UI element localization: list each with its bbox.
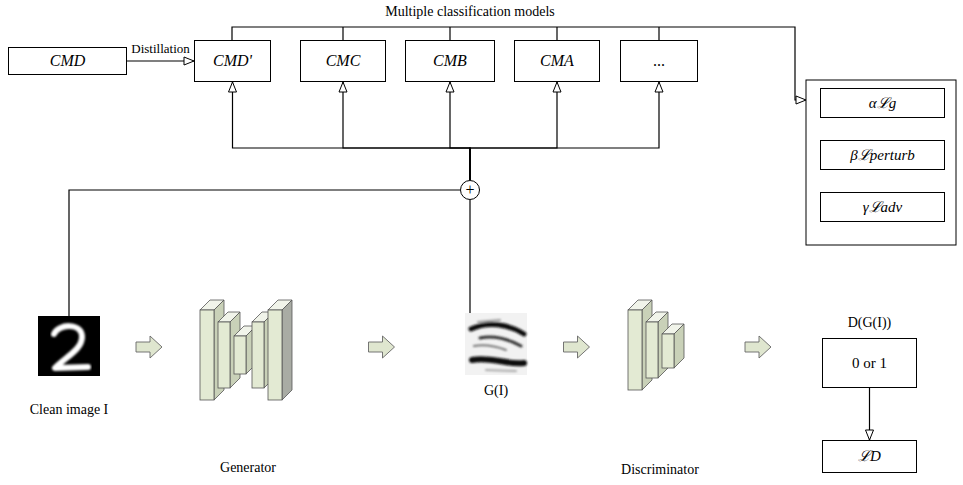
model-box: CMD' [194, 40, 271, 82]
block-arrow [369, 336, 395, 358]
node-label: CMD [50, 52, 86, 70]
loss-term-box: γℒadv [820, 192, 945, 222]
output-box: D(G(I))0 or 1 [822, 338, 917, 388]
node-label: CMA [540, 52, 574, 70]
connector-arrow [470, 82, 659, 180]
discriminator-network: Discriminator [626, 298, 694, 392]
model-box: CMD [8, 47, 127, 75]
connector-arrow [469, 200, 470, 313]
perturbation-image: G(I) [465, 313, 527, 375]
node-label: ... [653, 52, 665, 70]
node-heading: Clean image I [30, 402, 109, 417]
connector-arrow [127, 60, 194, 61]
node-label: αℒg [869, 95, 896, 112]
loss-box: ℒD [822, 440, 917, 473]
node-label: βℒperturb [850, 147, 914, 164]
layer-slab [662, 324, 684, 368]
node-label: γℒadv [863, 199, 903, 216]
connector-arrow [343, 82, 470, 180]
block-arrow [136, 336, 162, 358]
loss-term-box: αℒg [820, 88, 945, 118]
node-label: + [465, 181, 474, 199]
loss-term-box: βℒperturb [820, 140, 945, 170]
generator-network: Generator [198, 296, 298, 402]
group-title: Multiple classification models [385, 4, 555, 19]
layer-slab [268, 300, 292, 400]
node-label: ℒD [858, 448, 881, 465]
loss-group-frame [806, 80, 956, 245]
sum-circle: + [460, 180, 480, 200]
block-arrow [745, 336, 771, 358]
network-layers [200, 300, 684, 400]
model-output-bracket [232, 27, 806, 100]
node-label: CMC [326, 52, 361, 70]
node-heading: G(I) [484, 383, 508, 398]
connector-arrow [869, 388, 870, 440]
model-box: CMC [300, 40, 386, 82]
node-label: CMD' [213, 52, 252, 70]
clean-image: Clean image I [38, 316, 100, 376]
model-box: CMB [405, 40, 495, 82]
perturbation-picture [465, 313, 527, 375]
connector-arrow [69, 190, 460, 316]
node-heading: Generator [220, 460, 276, 475]
block-arrow [564, 336, 590, 358]
model-box: CMA [514, 40, 600, 82]
model-box: ... [620, 40, 698, 82]
node-label: CMB [433, 52, 467, 70]
node-heading: D(G(I)) [848, 315, 892, 330]
digit-image [38, 316, 100, 376]
node-label: 0 or 1 [852, 355, 887, 372]
connector-arrow [470, 82, 557, 180]
connector-arrow [450, 82, 470, 180]
connector-arrow [233, 82, 471, 180]
node-heading: Discriminator [621, 462, 699, 477]
edge-label: Distillation [130, 42, 191, 56]
